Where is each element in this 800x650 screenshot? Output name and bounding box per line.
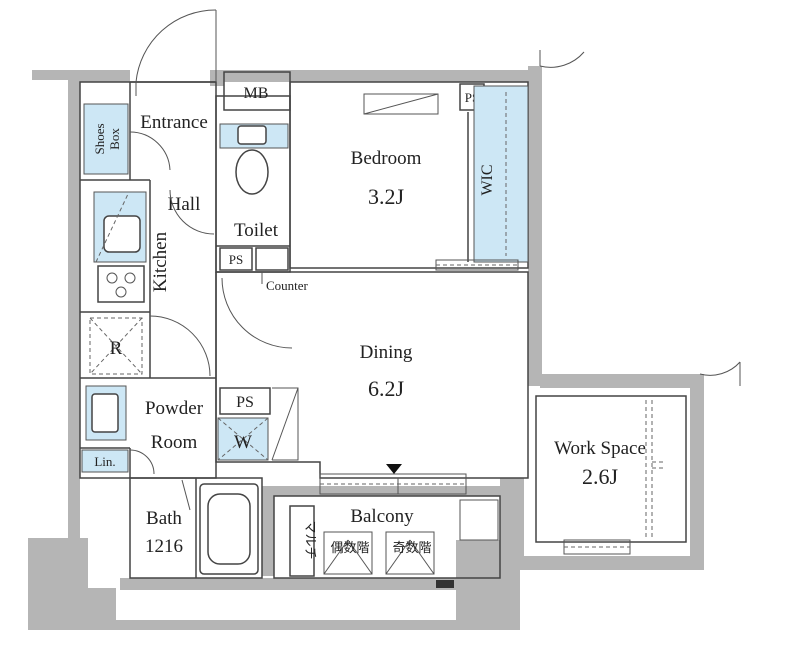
shoes-box-label-2: Box [107,128,122,150]
direction-marker-icon [386,464,402,474]
kitchen-sink [93,191,147,263]
bath-door [129,449,155,475]
refrigerator-label: R [110,338,123,359]
bedroom-label: Bedroom [351,148,422,169]
entrance-label: Entrance [140,112,208,133]
multi-label: マルチ [303,520,318,559]
washer-space [217,417,269,461]
shoes-box-label-1: Shoes [92,123,107,154]
hall-label: Hall [168,194,201,215]
evacuation-hatch-even [323,531,373,575]
entrance-door [135,9,585,96]
dining-label: Dining [360,342,413,363]
balcony-storage [459,499,499,541]
balcony-label: Balcony [350,506,414,527]
hall-door [169,189,215,235]
mb-label: MB [244,85,269,102]
wic-closet [473,85,529,263]
wic-label: WIC [479,164,496,195]
ps-powder-label: PS [236,394,254,411]
linen-closet [81,449,129,473]
outdoor-unit [436,580,454,588]
kitchen-label: Kitchen [150,231,171,292]
bedroom-size: 3.2J [368,184,405,209]
powder-room-label-2: Room [151,432,198,453]
toilet-fixture-icon [219,123,289,195]
evacuation-hatch-odd [385,531,435,575]
bath-label: Bath [146,508,182,529]
work-space-label: Work Space [554,438,646,459]
dining-size: 6.2J [368,376,405,401]
multi-box [289,505,315,577]
ps-toilet-label: PS [229,252,243,267]
bedroom-window-frame [363,93,439,115]
bath-size: 1216 [145,536,183,557]
washer-label: W [234,432,252,453]
powder-room-label-1: Powder [145,398,204,419]
exterior-walls [28,66,704,630]
ps-toilet-box [219,247,253,271]
powder-room-door [149,315,211,377]
work-space-size: 2.6J [582,464,619,489]
ps-powder-box [219,387,271,415]
entrance-inner-door [129,131,171,171]
washer-door [272,387,299,461]
even-floors-label: 偶数階 [330,540,369,555]
bathtub-icon [199,483,259,575]
counter-box [255,247,289,271]
kitchen-stove-icon [97,265,145,303]
refrigerator-space [89,317,143,375]
counter-label: Counter [266,278,309,293]
linen-label: Lin. [94,454,115,469]
dining-door [221,277,293,349]
shoes-box [83,103,129,175]
odd-floors-label: 奇数階 [392,540,431,555]
toilet-label: Toilet [234,220,279,241]
